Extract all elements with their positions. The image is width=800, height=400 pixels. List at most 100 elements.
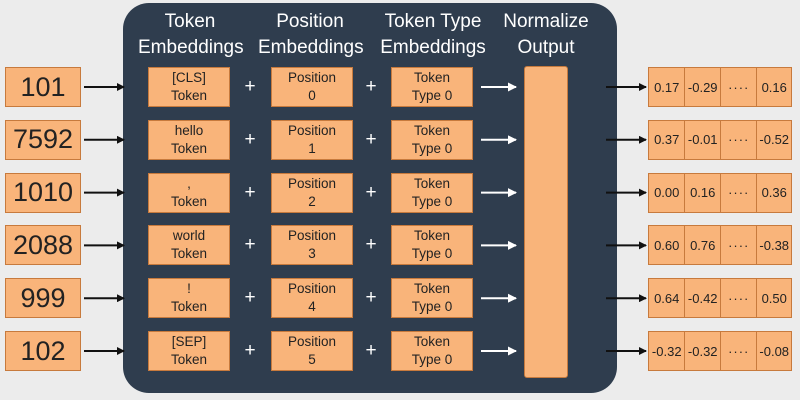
plus-sign: + bbox=[244, 234, 256, 256]
vector-value: 0.60 bbox=[654, 237, 680, 253]
token-embedding-cell: ! Token bbox=[148, 278, 230, 319]
normalize-bar bbox=[524, 66, 568, 378]
vector-value: -0.29 bbox=[684, 68, 720, 106]
plus-sign: + bbox=[244, 181, 256, 203]
token-type-embedding-cell-line: Type 0 bbox=[411, 352, 453, 367]
token-embedding-cell-line: Token bbox=[170, 352, 208, 367]
token-type-embedding-cell-line: Token bbox=[413, 122, 451, 138]
vector-ellipsis: ···· bbox=[719, 120, 756, 159]
token-type-embedding-cell-line: Type 0 bbox=[411, 246, 453, 262]
token-embedding-cell-line: Token bbox=[170, 193, 208, 209]
position-embedding-cell-line: 4 bbox=[308, 299, 316, 315]
token-embedding-cell: , Token bbox=[148, 172, 230, 213]
token-type-embedding-cell-line: Token bbox=[413, 175, 451, 191]
vector-value: 0.16 bbox=[756, 68, 791, 106]
token-type-embedding-cell-line: Token bbox=[413, 281, 451, 297]
position-embedding-cell-line: Position bbox=[287, 281, 337, 297]
position-embedding-cell-line: Position bbox=[287, 175, 337, 191]
position-embedding-cell-line: Position bbox=[287, 228, 337, 244]
vector-value: 0.37 bbox=[654, 132, 680, 148]
token-type-embedding-cell-line: Type 0 bbox=[411, 299, 453, 315]
vector-value: -0.42 bbox=[684, 279, 720, 318]
position-embedding-cell-line: 0 bbox=[308, 88, 316, 103]
plus-sign: + bbox=[244, 340, 256, 361]
vector-value: 0.00 bbox=[654, 185, 680, 201]
token-type-embedding-cell-line: Type 0 bbox=[411, 140, 453, 156]
token-embedding-cell: [SEP] Token bbox=[148, 331, 230, 371]
token-id-box: 2088 bbox=[5, 225, 81, 266]
vector-value: -0.52 bbox=[756, 120, 791, 159]
position-embedding-cell: Position 5 bbox=[271, 331, 353, 371]
vector-value: 0.76 bbox=[684, 226, 720, 265]
position-embedding-cell-line: 5 bbox=[308, 352, 316, 367]
position-embedding-cell-line: 1 bbox=[308, 140, 316, 156]
token-id-box: 1010 bbox=[5, 172, 81, 213]
plus-sign: + bbox=[365, 128, 377, 150]
vector-ellipsis: ···· bbox=[719, 68, 756, 106]
vector-value: -0.32 bbox=[684, 332, 720, 370]
output-vector: 0.17-0.29····0.16 bbox=[648, 67, 792, 107]
token-id-box: 102 bbox=[5, 331, 81, 371]
token-id-box: 101 bbox=[5, 67, 81, 107]
token-embedding-cell-line: [CLS] bbox=[172, 70, 206, 85]
plus-sign: + bbox=[365, 76, 377, 97]
token-embedding-cell-line: Token bbox=[170, 299, 208, 315]
token-embedding-cell-line: [SEP] bbox=[171, 334, 207, 349]
token-embedding-cell: [CLS] Token bbox=[148, 67, 230, 107]
position-embedding-cell: Position 0 bbox=[271, 67, 353, 107]
vector-ellipsis: ···· bbox=[719, 332, 756, 370]
vector-value: -0.32 bbox=[651, 343, 682, 359]
token-embedding-cell-line: hello bbox=[174, 122, 204, 138]
token-type-embedding-cell-line: Token bbox=[413, 334, 451, 349]
position-embedding-cell: Position 2 bbox=[271, 172, 353, 213]
token-id-box: 999 bbox=[5, 278, 81, 319]
output-vector: 0.37-0.01····-0.52 bbox=[648, 119, 792, 160]
vector-value: 0.50 bbox=[756, 279, 791, 318]
token-embedding-cell-line: world bbox=[172, 228, 206, 244]
plus-sign: + bbox=[244, 76, 256, 97]
position-embedding-cell-line: Position bbox=[287, 70, 337, 85]
vector-value: 0.17 bbox=[654, 79, 680, 95]
token-embedding-cell-line: ! bbox=[187, 281, 191, 297]
position-embedding-cell-line: Position bbox=[287, 334, 337, 349]
vector-value: 0.36 bbox=[756, 173, 791, 212]
position-embedding-cell-line: Position bbox=[287, 122, 337, 138]
vector-ellipsis: ···· bbox=[719, 173, 756, 212]
token-embedding-cell-line: Token bbox=[170, 246, 208, 262]
vector-ellipsis: ···· bbox=[719, 226, 756, 265]
output-vector: -0.32-0.32····-0.08 bbox=[648, 331, 792, 371]
plus-sign: + bbox=[365, 340, 377, 361]
position-embedding-cell: Position 4 bbox=[271, 278, 353, 319]
position-embedding-cell-line: 3 bbox=[308, 246, 316, 262]
token-type-embedding-cell-line: Token bbox=[413, 228, 451, 244]
vector-value: -0.38 bbox=[756, 226, 791, 265]
plus-sign: + bbox=[365, 181, 377, 203]
vector-value: 0.64 bbox=[654, 290, 680, 306]
plus-sign: + bbox=[365, 287, 377, 309]
vector-value: 0.16 bbox=[684, 173, 720, 212]
vector-value: -0.01 bbox=[684, 120, 720, 159]
position-embedding-cell-line: 2 bbox=[308, 193, 316, 209]
token-embedding-cell-line: Token bbox=[170, 140, 208, 156]
token-embedding-cell-line: , bbox=[187, 175, 191, 191]
vector-ellipsis: ···· bbox=[719, 279, 756, 318]
token-embedding-cell-line: Token bbox=[170, 88, 208, 103]
plus-sign: + bbox=[244, 287, 256, 309]
plus-sign: + bbox=[365, 234, 377, 256]
plus-sign: + bbox=[244, 128, 256, 150]
vector-value: -0.08 bbox=[756, 332, 791, 370]
position-embedding-cell: Position 3 bbox=[271, 225, 353, 266]
